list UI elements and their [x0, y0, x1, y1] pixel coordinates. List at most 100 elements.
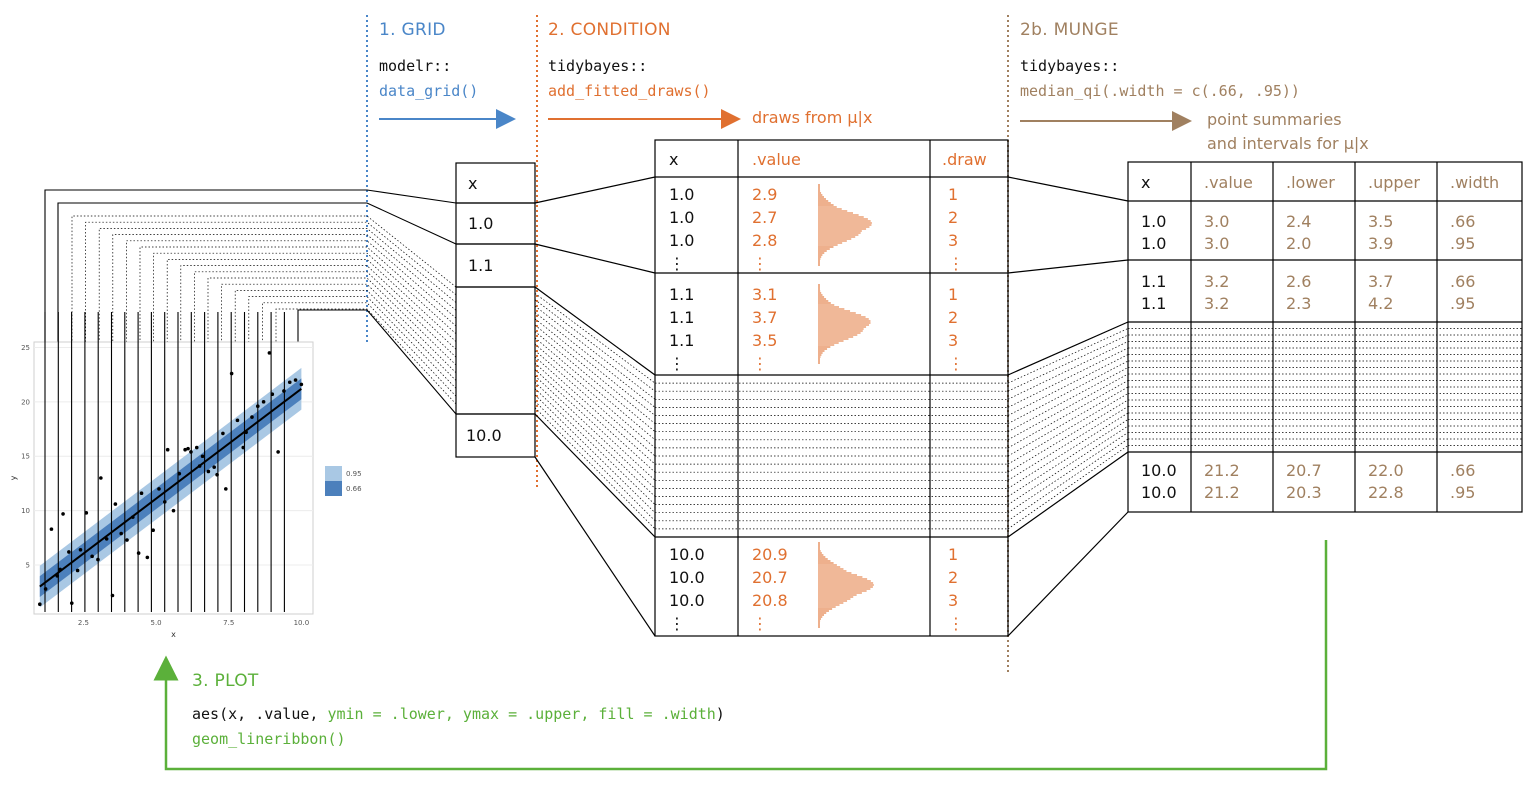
mini-plot-x-tick: 5.0: [150, 619, 161, 627]
mini-plot-point: [113, 502, 118, 506]
munge-arrow-label-line1: point summaries: [1207, 110, 1342, 129]
summary-cell: 1.1: [1141, 294, 1167, 313]
summary-cell: 1.1: [1141, 272, 1167, 291]
summary-cell: 2.4: [1286, 212, 1312, 231]
munge-step-title: 2b. MUNGE: [1020, 20, 1119, 40]
mini-plot-point: [189, 450, 193, 454]
draw-histogram: [818, 542, 874, 628]
summary-cell: 20.7: [1286, 461, 1322, 480]
condition-step-package: tidybayes::: [548, 57, 648, 75]
grid-step-title: 1. GRID: [379, 20, 446, 40]
mini-plot-point: [194, 445, 199, 450]
mini-plot-point: [104, 537, 109, 541]
summary-cell: 22.0: [1368, 461, 1404, 480]
summary-header-upper: .upper: [1368, 173, 1420, 192]
mini-plot-point: [90, 554, 94, 559]
summary-cell: .66: [1450, 461, 1476, 480]
summary-cell: 3.2: [1204, 272, 1230, 291]
mini-plot-point: [212, 465, 216, 469]
mini-plot-x-tick: 2.5: [78, 619, 89, 627]
mini-plot-point: [145, 555, 150, 560]
mini-plot-point: [162, 500, 167, 504]
mini-plot-point: [75, 568, 80, 573]
summary-header-value: .value: [1204, 173, 1253, 192]
mini-plot-point: [110, 593, 115, 598]
draw-histograms: [818, 184, 874, 628]
mini-plot-fit-line: [39, 387, 302, 588]
draws-value-cell: 2.9 2.7 2.8 ⋮: [752, 185, 778, 273]
mini-plot-point: [293, 378, 298, 382]
draws-header-value: .value: [752, 150, 801, 169]
mini-plot-y-tick: 10: [21, 507, 30, 515]
summary-cell: 1.0: [1141, 234, 1167, 253]
mini-plot-legend-key: [325, 466, 342, 481]
summary-cell: .95: [1450, 234, 1476, 253]
summary-cell: 4.2: [1368, 294, 1394, 313]
mini-plot-point: [84, 511, 89, 515]
draws-value-cell: 3.1 3.7 3.5 ⋮: [752, 285, 778, 373]
summary-cell: 3.0: [1204, 234, 1230, 253]
mini-plot-y-label: y: [9, 475, 18, 480]
draws-draw-cell: 1 2 3 ⋮: [948, 185, 964, 273]
plot-code-aes-mappings: ymin = .lower, ymax = .upper, fill = .wi…: [327, 705, 716, 723]
mini-plot-point: [119, 531, 123, 536]
mini-plot-y-tick: 15: [21, 453, 30, 461]
summary-header-width: .width: [1450, 173, 1500, 192]
mini-plot-point: [136, 551, 141, 555]
mini-plot-point: [165, 447, 170, 452]
draws-header-draw: .draw: [942, 150, 987, 169]
munge-step-package: tidybayes::: [1020, 57, 1120, 75]
munge-arrow-label-line2: and intervals for μ|x: [1207, 134, 1369, 153]
mini-plot-point: [171, 508, 176, 513]
mini-plot-point: [96, 557, 100, 562]
mini-plot-point: [67, 550, 71, 554]
summary-cell: 2.3: [1286, 294, 1312, 313]
mini-plot-point: [186, 446, 190, 451]
draws-draw-cell: 1 2 3 ⋮: [948, 285, 964, 373]
draws-value-cell: 20.9 20.7 20.8 ⋮: [752, 545, 788, 633]
mini-plot-x-tick: 7.5: [223, 619, 234, 627]
summary-header-lower: .lower: [1286, 173, 1335, 192]
summary-cell: 21.2: [1204, 461, 1240, 480]
mini-plot-point: [157, 487, 161, 491]
mini-plot-point: [183, 447, 187, 452]
mini-plot-point: [287, 380, 292, 385]
summary-cell: 20.3: [1286, 483, 1322, 502]
grid-table-header: x: [468, 174, 478, 193]
condition-step-title: 2. CONDITION: [548, 20, 671, 40]
mini-plot-point: [43, 587, 48, 591]
mini-plot-point: [177, 471, 182, 476]
mini-plot-point: [270, 392, 275, 397]
summary-cell: .66: [1450, 272, 1476, 291]
plot-step-title: 3. PLOT: [192, 671, 259, 691]
grid-to-draws-connectors: [534, 176, 656, 637]
mini-plot-point: [78, 548, 83, 552]
grid-step-function: data_grid(): [379, 82, 479, 100]
grid-table-cell: 1.1: [468, 256, 494, 275]
draw-histogram: [818, 284, 871, 364]
summary-cell: 3.7: [1368, 272, 1394, 291]
plot-code-aes-start: aes(x, .value,: [192, 705, 328, 723]
mini-plot-point: [139, 491, 144, 496]
mini-plot-x-grid-lines: [44, 312, 285, 612]
draws-to-summary-connectors: [1007, 176, 1129, 637]
summary-cell: .95: [1450, 294, 1476, 313]
summary-dotted-band: [1007, 321, 1522, 538]
summary-cell: 3.0: [1204, 212, 1230, 231]
grid-table-frame: [455, 162, 536, 458]
draws-header-x: x: [669, 150, 679, 169]
mini-plot-point: [215, 472, 219, 477]
mini-plot-point: [276, 450, 280, 454]
mini-plot-point: [282, 389, 286, 393]
mini-plot-legend: 0.950.66: [325, 466, 362, 496]
condition-arrow-label: draws from μ|x: [752, 108, 873, 127]
summary-cell: 3.2: [1204, 294, 1230, 313]
plot-step-code-line1: aes(x, .value, ymin = .lower, ymax = .up…: [192, 705, 725, 723]
plot-code-aes-end: ): [715, 705, 725, 723]
munge-step-function: median_qi(.width = c(.66, .95)): [1020, 82, 1300, 100]
draws-x-cell: 1.0 1.0 1.0 ⋮: [669, 185, 695, 273]
mini-plot-y-tick: 5: [26, 562, 30, 570]
plot-return-arrow: [153, 540, 1328, 771]
mini-plot-point: [49, 527, 54, 531]
